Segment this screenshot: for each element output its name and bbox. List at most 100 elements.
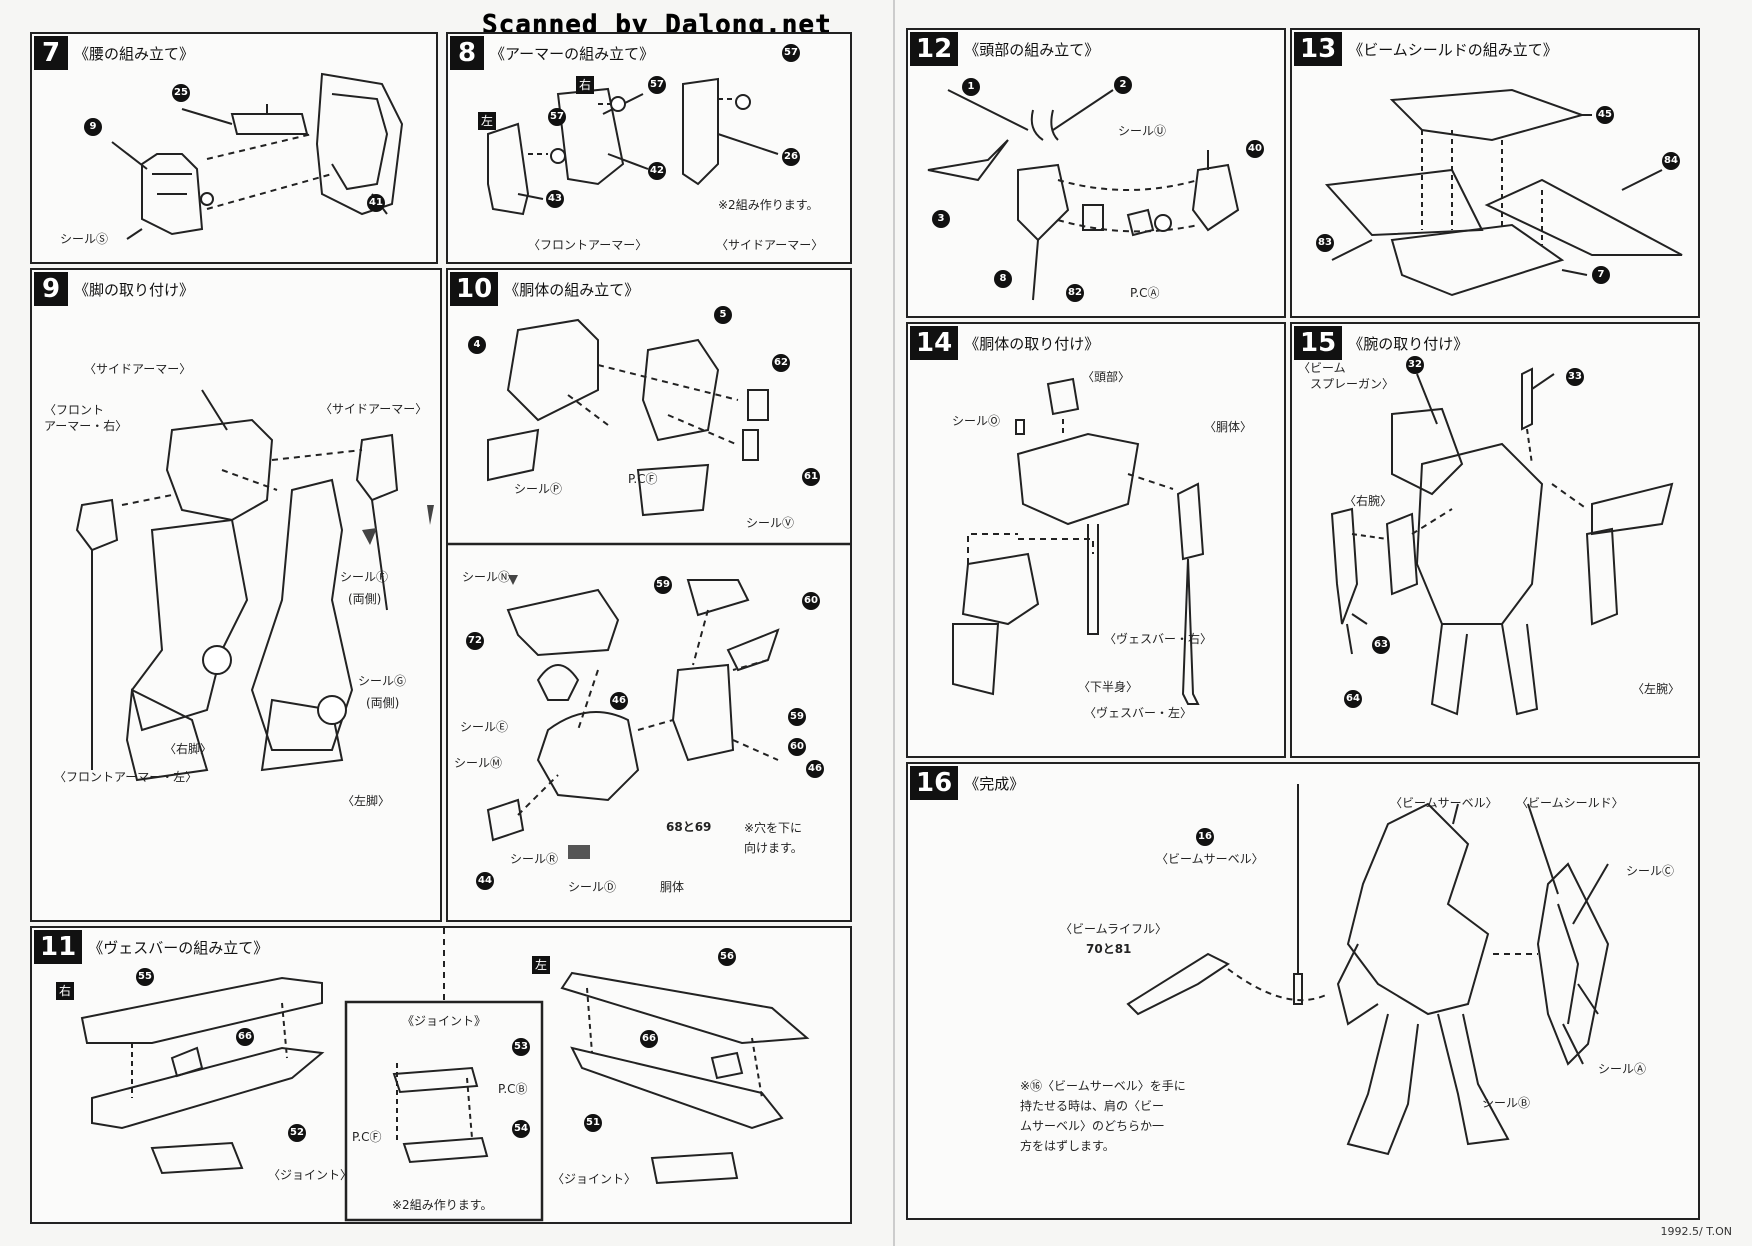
part-43: 43	[546, 190, 564, 208]
part-62: 62	[772, 354, 790, 372]
part-84: 84	[1662, 152, 1680, 170]
part-64: 64	[1344, 690, 1362, 708]
seal-m-label: シールⓂ	[454, 756, 503, 770]
step-7-number: 7	[34, 36, 68, 70]
part-32: 32	[1406, 356, 1424, 374]
lower-body-label: 〈下半身〉	[1078, 680, 1139, 694]
seal-e-label: シールⒺ	[460, 720, 509, 734]
print-date: 1992.5/ T.ON	[1660, 1225, 1733, 1238]
arm-attachment-diagram	[1330, 367, 1674, 716]
step-7-panel: 7 《腰の組み立て》 25 9 41 シールⓈ	[30, 32, 438, 264]
part-57a: 57	[548, 108, 566, 126]
beam-rifle-label: 〈ビームライフル〉	[1060, 922, 1168, 936]
part-63: 63	[1372, 636, 1390, 654]
step-8-header: 8 《アーマーの組み立て》	[450, 36, 654, 70]
step-9-header: 9 《脚の取り付け》	[34, 272, 194, 306]
part-8: 8	[994, 270, 1012, 288]
step-16-header: 16 《完成》	[910, 766, 1024, 800]
part-40: 40	[1246, 140, 1264, 158]
front-armor-label: 〈フロントアーマー〉	[528, 238, 648, 252]
seal-c-label: シールⒸ	[1626, 864, 1675, 878]
step-12-panel: 12 《頭部の組み立て》 1 2 40 3 8 82 シールⓊ P.CⒶ	[906, 28, 1286, 318]
part-16: 16	[1196, 828, 1214, 846]
part-51: 51	[584, 1114, 602, 1132]
joint-make-two-note: ※2組み作ります。	[392, 1198, 493, 1212]
part-41: 41	[367, 194, 385, 212]
step-15-panel: 15 《腕の取り付け》 〈ビーム スプレーガン〉 32 33	[1290, 322, 1700, 758]
head-assembly-diagram	[927, 89, 1240, 301]
rifle-parts-label: 70と81	[1086, 942, 1132, 956]
page-fold	[893, 0, 895, 1246]
step-16-panel: 16 《完成》 〈ビームサーベル〉 〈ビームシールド〉 16 〈ビームサーベル〉…	[906, 762, 1700, 1220]
part-1: 1	[962, 78, 980, 96]
step-16-title: 《完成》	[964, 774, 1025, 793]
part-53: 53	[512, 1038, 530, 1056]
seal-d-label: シールⒹ	[568, 880, 617, 894]
saber-holding-note: ※⑯〈ビームサーベル〉を手に 持たせる時は、肩の〈ビー ムサーベル〉のどちらか一…	[1020, 1079, 1186, 1153]
step-9-number: 9	[34, 272, 68, 306]
vesbar-right-label: 〈ヴェスバー・右〉	[1104, 632, 1213, 646]
seal-v-label: シールⓋ	[746, 516, 795, 530]
part-57c: 57	[782, 44, 800, 62]
seal-n-label: シールⓃ	[462, 570, 511, 584]
part-66a: 66	[236, 1028, 254, 1046]
step-14-panel: 14 《胴体の取り付け》 〈頭部〉 シールⓄ 〈胴体〉 〈ヴェスバー・右〉 〈	[906, 322, 1286, 758]
step-15-header: 15 《腕の取り付け》	[1294, 326, 1468, 360]
right-arm-label: 〈右腕〉	[1344, 494, 1393, 508]
left-leg-label: 〈左脚〉	[342, 794, 391, 808]
make-two-note: ※2組み作ります。	[718, 198, 819, 212]
body-label: 〈胴体〉	[1204, 420, 1253, 434]
part-82: 82	[1066, 284, 1084, 302]
beam-shield-assembly-diagram	[1324, 88, 1683, 297]
seal-a-label: シールⒶ	[1598, 1062, 1647, 1076]
head-label: 〈頭部〉	[1082, 370, 1131, 384]
right-leg-label: 〈右脚〉	[164, 742, 213, 756]
part-59b: 59	[788, 708, 806, 726]
step-13-header: 13 《ビームシールドの組み立て》	[1294, 32, 1558, 66]
part-7: 7	[1592, 266, 1610, 284]
part-33: 33	[1566, 368, 1584, 386]
part-46a: 46	[610, 692, 628, 710]
armor-assembly-diagram	[487, 77, 779, 216]
step-11-panel: 11 《ヴェスバーの組み立て》 右 55	[30, 926, 852, 1224]
part-72: 72	[466, 632, 484, 650]
step-7-title: 《腰の組み立て》	[74, 44, 195, 63]
part-4: 4	[468, 336, 486, 354]
joint-label-1: 〈ジョイント〉	[268, 1168, 353, 1182]
step-14-title: 《胴体の取り付け》	[964, 334, 1100, 353]
seal-b-label: シールⒷ	[1482, 1096, 1531, 1110]
part-54: 54	[512, 1120, 530, 1138]
pc-b-label: P.CⒷ	[498, 1082, 528, 1096]
step-7-header: 7 《腰の組み立て》	[34, 36, 194, 70]
seal-o-label: シールⓄ	[952, 414, 1001, 428]
joint-label-2: 〈ジョイント〉	[552, 1172, 637, 1186]
part-60a: 60	[802, 592, 820, 610]
pc-a-label: P.CⒶ	[1130, 286, 1160, 300]
seal-u-label: シールⓊ	[1118, 124, 1167, 138]
step-13-number: 13	[1294, 32, 1343, 66]
seal-p-label: シールⓅ	[514, 482, 563, 496]
part-66b: 66	[640, 1030, 658, 1048]
part-56: 56	[718, 948, 736, 966]
part-83: 83	[1316, 234, 1334, 252]
torso-assembly-diagram	[448, 318, 850, 859]
step-10-panel: 10 《胴体の組み立て》	[446, 268, 852, 922]
step-11-title: 《ヴェスバーの組み立て》	[88, 938, 269, 957]
top-saber-label: 〈ビームサーベル〉	[1390, 796, 1498, 810]
joint-box-title: 《ジョイント》	[402, 1014, 487, 1028]
seal-r-label: シールⓇ	[510, 852, 559, 866]
step-13-title: 《ビームシールドの組み立て》	[1348, 40, 1558, 59]
step-12-number: 12	[910, 32, 959, 66]
step-10-header: 10 《胴体の組み立て》	[450, 272, 639, 306]
left-tag: 左	[478, 112, 496, 130]
part-61: 61	[802, 468, 820, 486]
right-tag: 右	[576, 76, 594, 94]
part-42: 42	[648, 162, 666, 180]
part-59a: 59	[654, 576, 672, 594]
left-tag: 左	[532, 956, 550, 974]
part-52: 52	[288, 1124, 306, 1142]
part-60b: 60	[788, 738, 806, 756]
completed-model-diagram	[1126, 784, 1610, 1156]
part-2: 2	[1114, 76, 1132, 94]
